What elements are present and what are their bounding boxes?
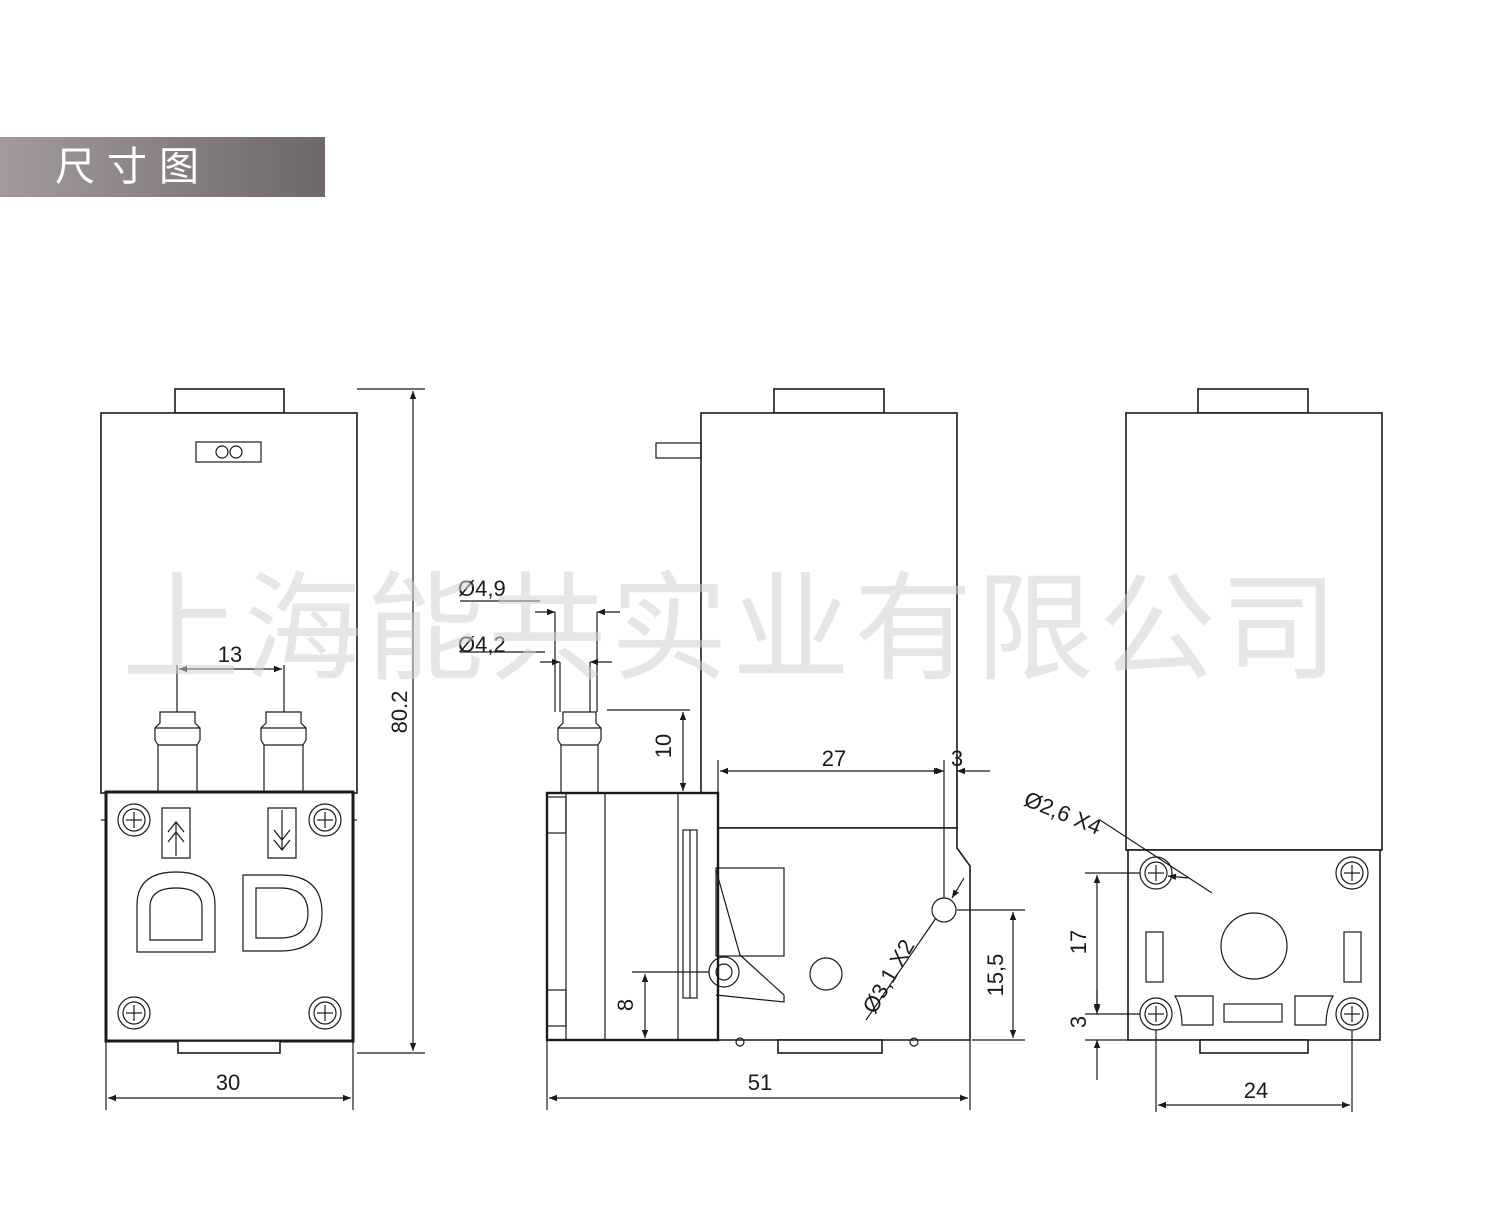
section-header-bar: 尺寸图 — [0, 137, 325, 197]
side-view — [460, 388, 1025, 1110]
dim-mount-hole-bottom: 3 — [1066, 1016, 1091, 1028]
dim-port-length: 10 — [651, 734, 676, 758]
dim-side-total-length: 51 — [748, 1070, 772, 1095]
dim-mount-hole-horizontal: 24 — [1244, 1078, 1268, 1103]
dim-port-inner-diameter: Ø4,2 — [458, 632, 506, 657]
section-title: 尺寸图 — [55, 144, 211, 190]
dim-side-bottom-offset: 8 — [613, 999, 638, 1011]
dim-height: 80.2 — [387, 691, 412, 734]
rear-view — [1085, 388, 1383, 1112]
dim-side-hole-height: 15,5 — [983, 954, 1008, 997]
dim-bracket-length: 27 — [822, 746, 846, 771]
dim-front-width: 30 — [216, 1070, 240, 1095]
front-view — [100, 388, 425, 1110]
dim-port-spacing: 13 — [218, 642, 242, 667]
dim-port-outer-diameter: Ø4,9 — [458, 576, 506, 601]
dim-bracket-thickness: 3 — [951, 746, 963, 771]
watermark-text: 上海能共实业有限公司 — [122, 560, 1342, 698]
dim-mount-hole-diameter: Ø2,6 X4 — [1021, 786, 1105, 839]
dim-mount-hole-vertical: 17 — [1066, 930, 1091, 954]
